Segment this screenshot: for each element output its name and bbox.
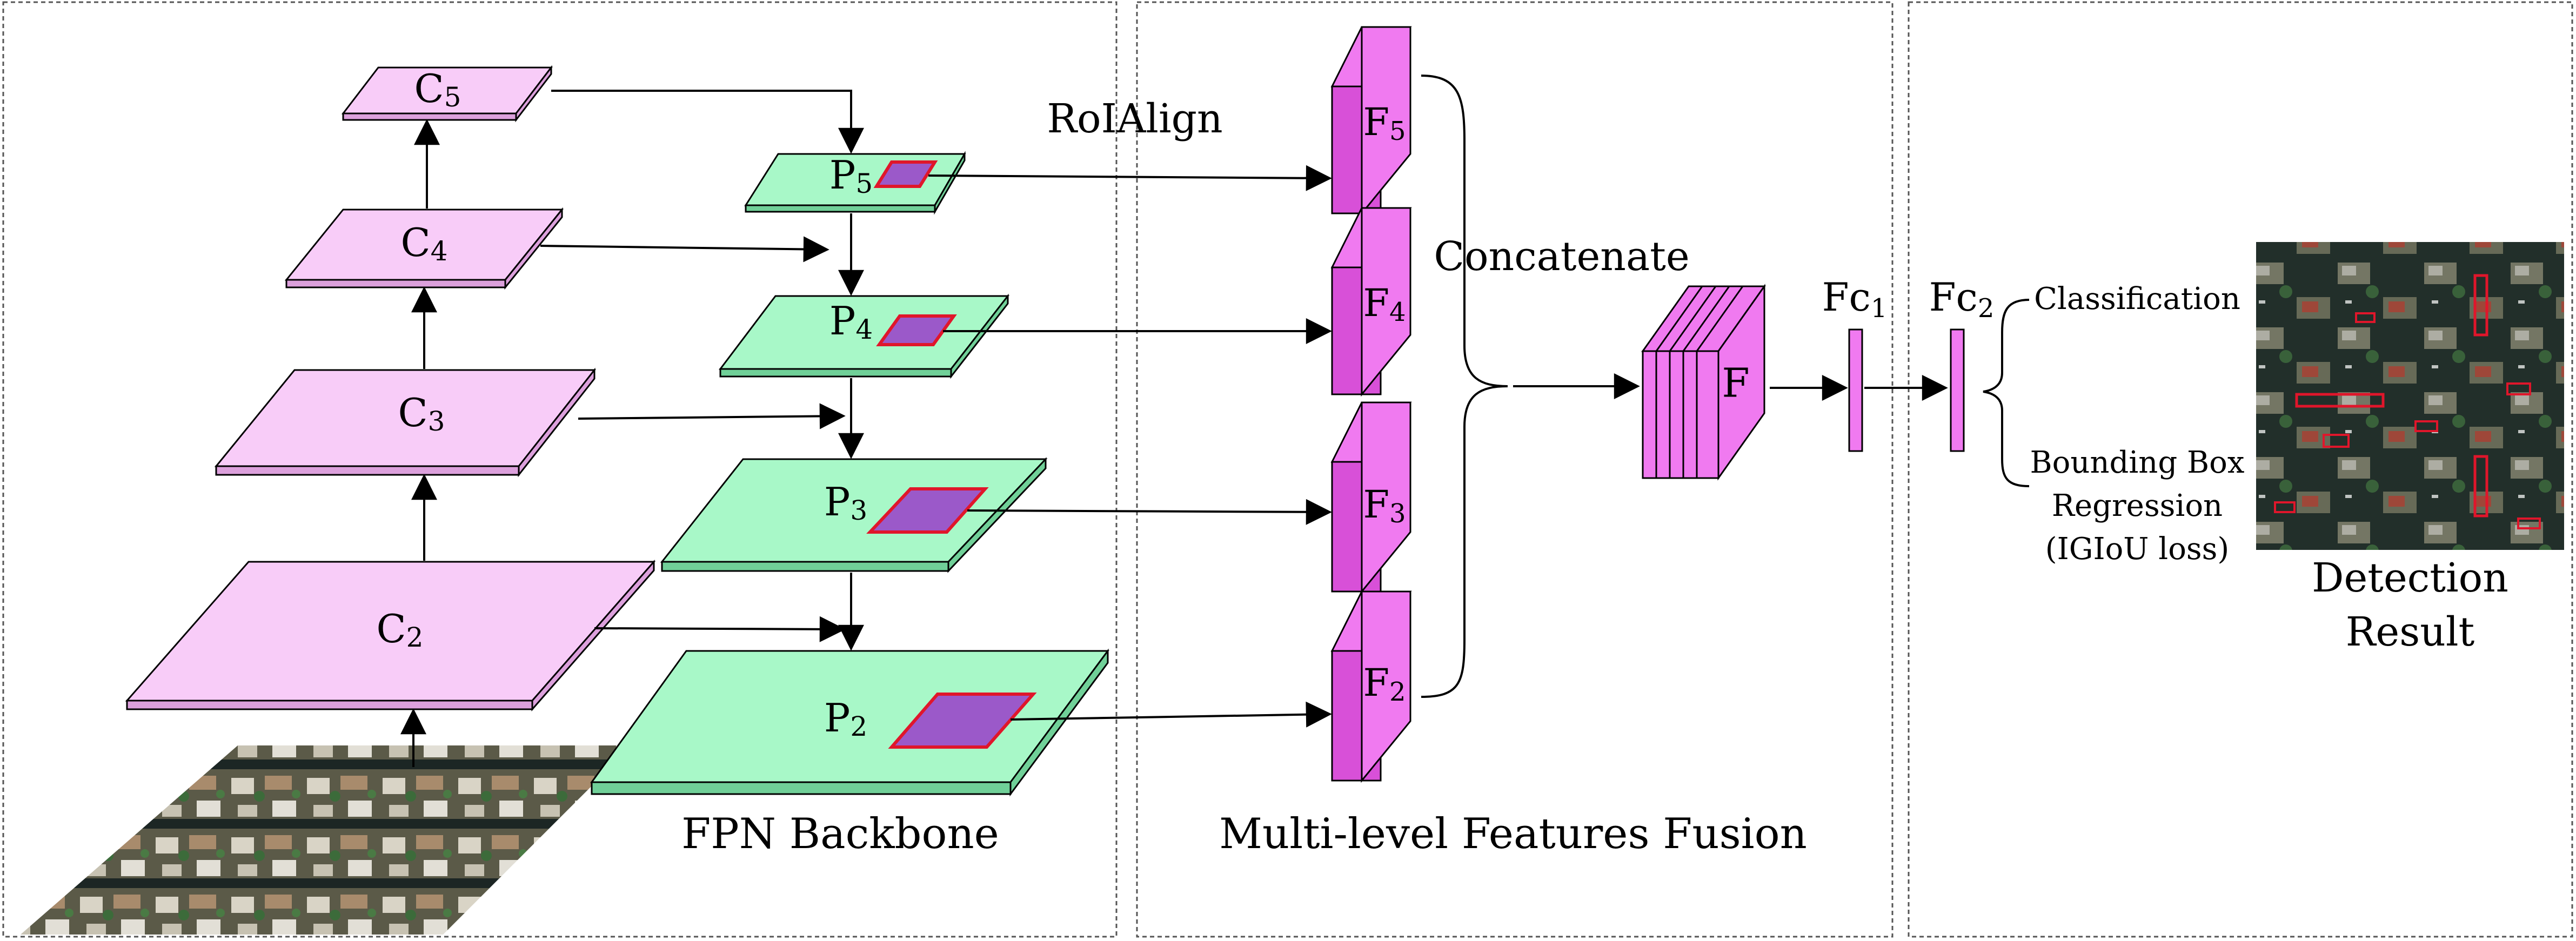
- f-block-f2: F2: [1330, 590, 1412, 783]
- detection-result-image: [2256, 242, 2564, 550]
- f3-label: F3: [1363, 482, 1406, 529]
- f-block-f3: F3: [1330, 401, 1412, 594]
- input-aerial-image: [21, 745, 632, 935]
- f-block-f4: F4: [1330, 207, 1412, 397]
- f4-label: F4: [1363, 281, 1406, 327]
- fusion-panel: [1136, 1, 1893, 938]
- p3-label: P3: [824, 479, 867, 526]
- f2-label: F2: [1363, 661, 1406, 707]
- c-level-c3: C3: [214, 367, 597, 478]
- backbone-panel: [2, 1, 1118, 938]
- fc1-label: Fc1: [1822, 274, 1888, 324]
- c5-label: C5: [414, 66, 461, 113]
- roialign-arrows: [928, 165, 1332, 728]
- multilevel-fusion-caption: Multi-level Features Fusion: [1219, 810, 1807, 858]
- fc2-label: Fc2: [1929, 274, 1995, 324]
- concat-brace: [1421, 75, 1508, 698]
- detection-result-line1: Detection: [2312, 555, 2508, 601]
- head-brace: [1983, 299, 2030, 487]
- c2-label: C2: [377, 606, 424, 653]
- bbox-label-line3: (IGIoU loss): [2045, 532, 2229, 567]
- bbox-label-line2: Regression: [2052, 488, 2223, 523]
- p-level-p5: P5: [744, 151, 966, 215]
- fpn-backbone-caption: FPN Backbone: [681, 810, 999, 858]
- fused-f-label: F: [1722, 360, 1749, 406]
- c3-label: C3: [398, 390, 445, 437]
- top-down-arrows: [551, 90, 864, 651]
- c4-label: C4: [401, 220, 448, 267]
- bottom-up-arrows: [400, 119, 440, 767]
- p2-roi: [888, 693, 1037, 749]
- p-level-p4: P4: [718, 293, 1010, 379]
- p2-label: P2: [824, 695, 867, 742]
- c-level-c2: C2: [125, 560, 656, 711]
- p-level-p2: P2: [590, 648, 1109, 797]
- head-panel: [1908, 1, 2573, 938]
- bbox-label-line1: Bounding Box: [2030, 445, 2245, 480]
- fc1-layer: Fc1: [1822, 274, 1888, 452]
- roialign-label: RoIAlign: [1047, 96, 1222, 142]
- concatenate-label: Concatenate: [1434, 233, 1689, 280]
- fc2-layer: Fc2: [1929, 274, 1995, 452]
- p3-roi: [866, 487, 989, 534]
- p-level-p3: P3: [660, 457, 1048, 573]
- lateral-arrows: [540, 236, 846, 642]
- f-block-f5: F5: [1330, 26, 1412, 216]
- detection-result-line2: Result: [2346, 609, 2475, 655]
- classification-label: Classification: [2034, 281, 2240, 317]
- c-level-c5: C5: [341, 65, 553, 123]
- fused-feature-f: F: [1641, 284, 1766, 481]
- p5-label: P5: [829, 152, 873, 199]
- p5-roi: [873, 160, 938, 188]
- p4-roi: [876, 314, 957, 346]
- f5-label: F5: [1363, 100, 1406, 146]
- c-level-c4: C4: [284, 207, 564, 290]
- p4-label: P4: [829, 298, 873, 345]
